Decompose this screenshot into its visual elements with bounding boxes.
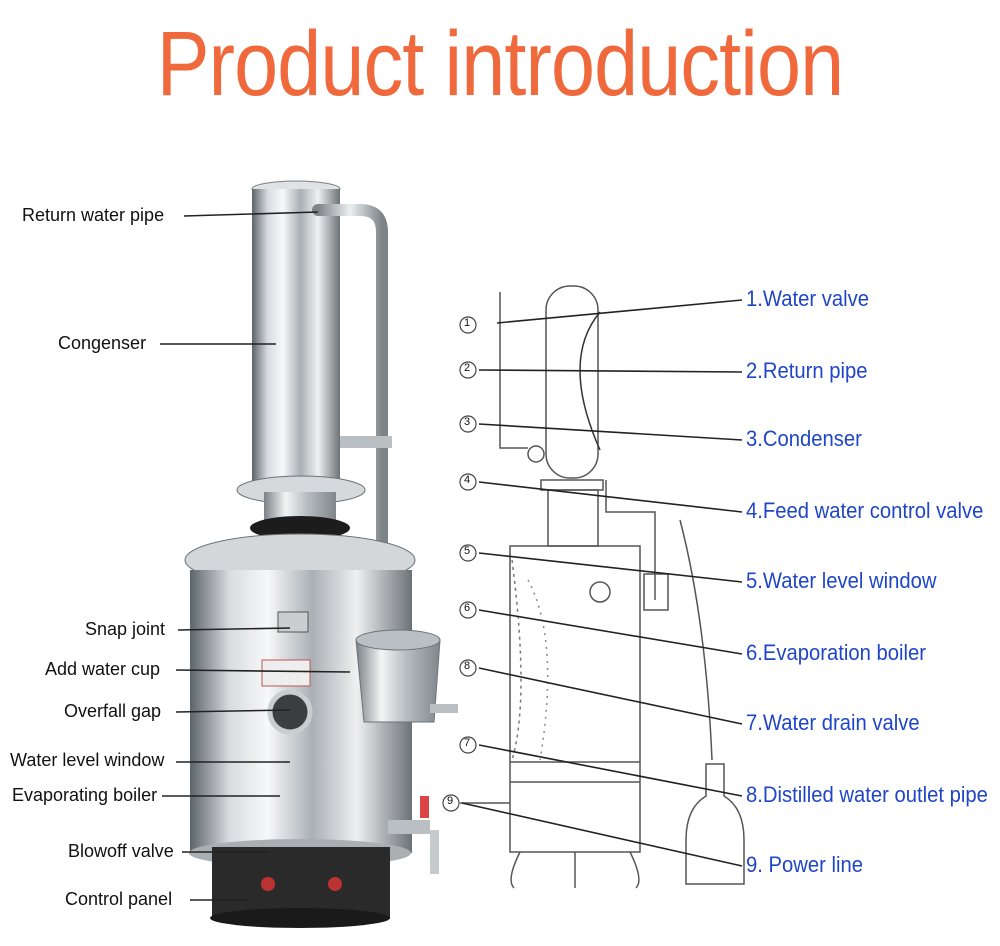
- marker-5: 5: [464, 545, 471, 557]
- schematic-condenser: [545, 285, 599, 479]
- label-add-water-cup: Add water cup: [45, 659, 161, 679]
- label-distilled-water-outlet-pipe: 8.Distilled water outlet pipe: [746, 782, 988, 807]
- label-water-valve: 1.Water valve: [746, 286, 869, 311]
- marker-4: 4: [464, 474, 471, 486]
- diagram-marker-circles: [442, 316, 477, 812]
- marker-2: 2: [464, 362, 471, 374]
- snap-joint: [277, 611, 309, 633]
- blowoff-valve: [388, 820, 430, 834]
- condenser-column: [252, 189, 340, 487]
- label-control-panel: Control panel: [65, 889, 173, 909]
- label-evaporating-boiler: Evaporating boiler: [12, 785, 158, 805]
- marker-8: 8: [464, 660, 471, 672]
- label-evaporation-boiler: 6.Evaporation boiler: [746, 640, 927, 665]
- label-snap-joint: Snap joint: [85, 619, 166, 639]
- marker-6: 6: [464, 602, 471, 614]
- marker-9: 9: [447, 795, 454, 807]
- label-return-water-pipe: Return water pipe: [22, 205, 165, 225]
- schematic-bottle: [685, 763, 745, 885]
- marker-7: 7: [464, 737, 471, 749]
- label-return-pipe: 2.Return pipe: [746, 358, 868, 383]
- label-condenser: 3.Condenser: [746, 426, 862, 451]
- label-feed-water-control-valve: 4.Feed water control valve: [746, 498, 984, 523]
- marker-3: 3: [464, 416, 471, 428]
- label-water-drain-valve: 7.Water drain valve: [746, 710, 920, 735]
- label-congenser: Congenser: [58, 333, 147, 353]
- marker-1: 1: [464, 317, 471, 329]
- return-water-pipe: [312, 204, 388, 818]
- label-blowoff-valve: Blowoff valve: [68, 841, 174, 861]
- label-water-level-window-right: 5.Water level window: [746, 568, 937, 593]
- label-water-level-window: Water level window: [10, 750, 165, 770]
- page-title: Product introduction: [156, 13, 844, 115]
- water-level-window: [267, 689, 313, 735]
- control-panel-base: [212, 847, 390, 919]
- schematic-boiler: [509, 545, 641, 853]
- label-overfall-gap: Overfall gap: [64, 701, 162, 721]
- label-power-line: 9. Power line: [746, 852, 864, 877]
